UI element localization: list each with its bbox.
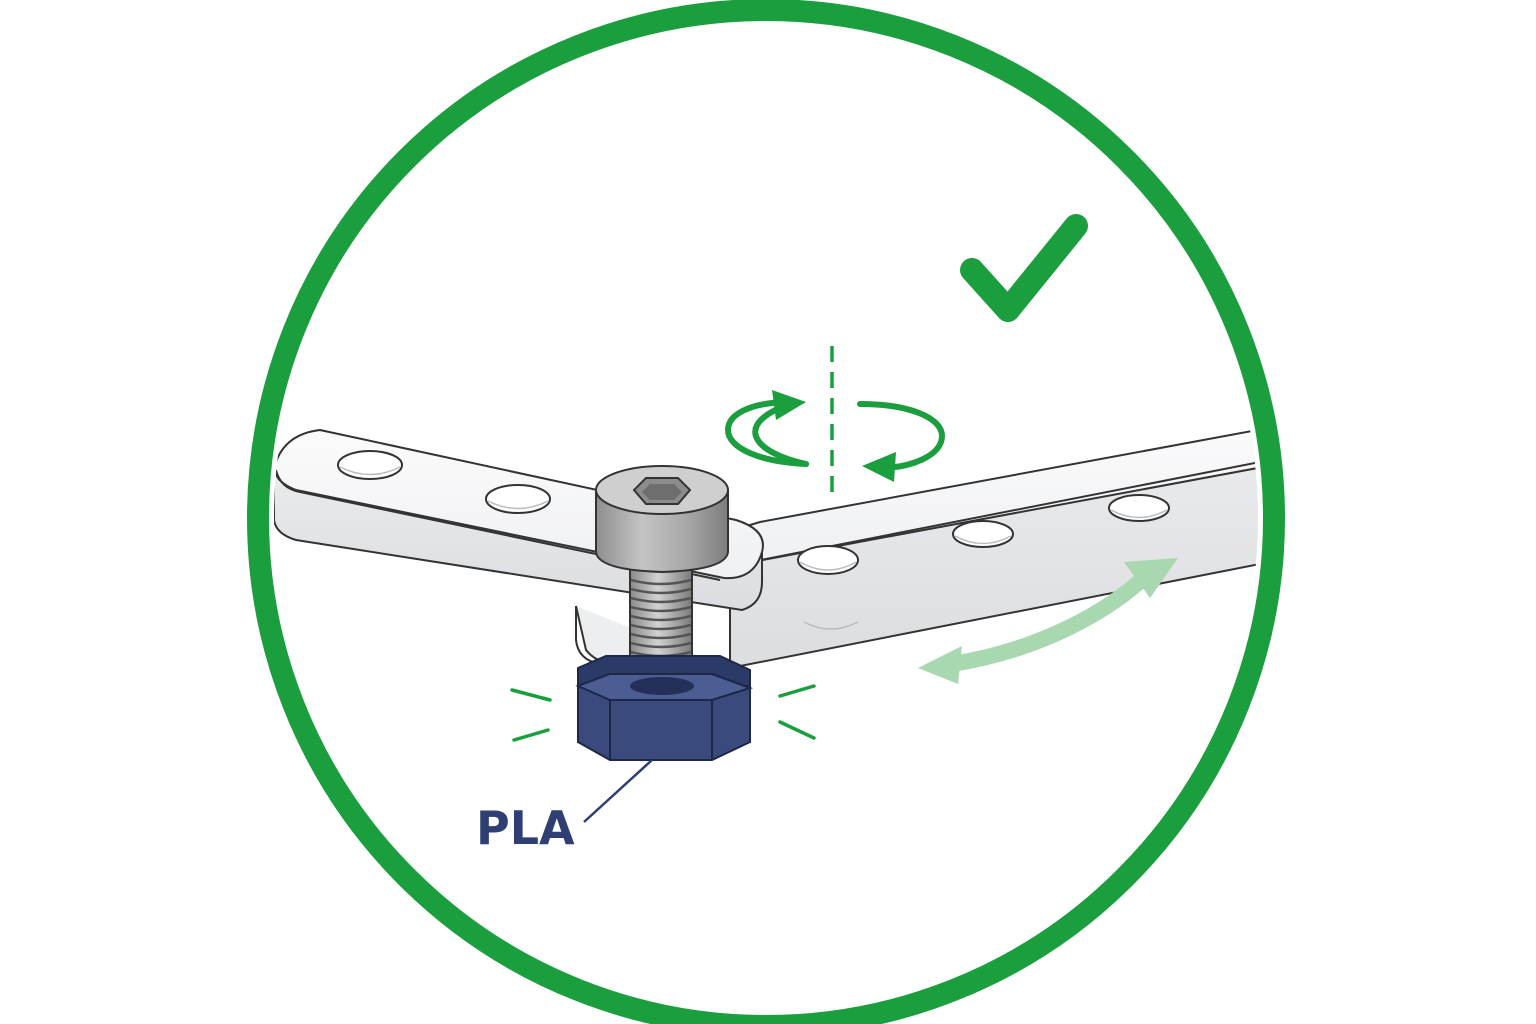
bolt-thread [630,623,692,631]
bolt-thread [630,605,692,613]
socket-bolt-head [595,465,729,574]
swing-arrow-icon [918,558,1178,684]
callout-leader [583,759,653,823]
bolt-thread [630,587,692,595]
checkmark-icon [960,214,1088,322]
bar-hole [952,520,1014,548]
bolt-thread [630,578,692,586]
vibration-marks [510,684,816,742]
bolt-thread [630,641,692,649]
bar-hole [337,450,403,480]
rotate-arrows-icon [724,346,946,494]
bar-hole [1108,494,1170,522]
bar-hole [485,484,551,514]
material-label: PLA [476,801,575,855]
bolt-thread [630,632,692,640]
hex-nut [575,655,754,761]
bar-hole [797,545,859,575]
status-ring [247,0,1285,1024]
bolt-thread [630,614,692,622]
bolt-thread [630,596,692,604]
